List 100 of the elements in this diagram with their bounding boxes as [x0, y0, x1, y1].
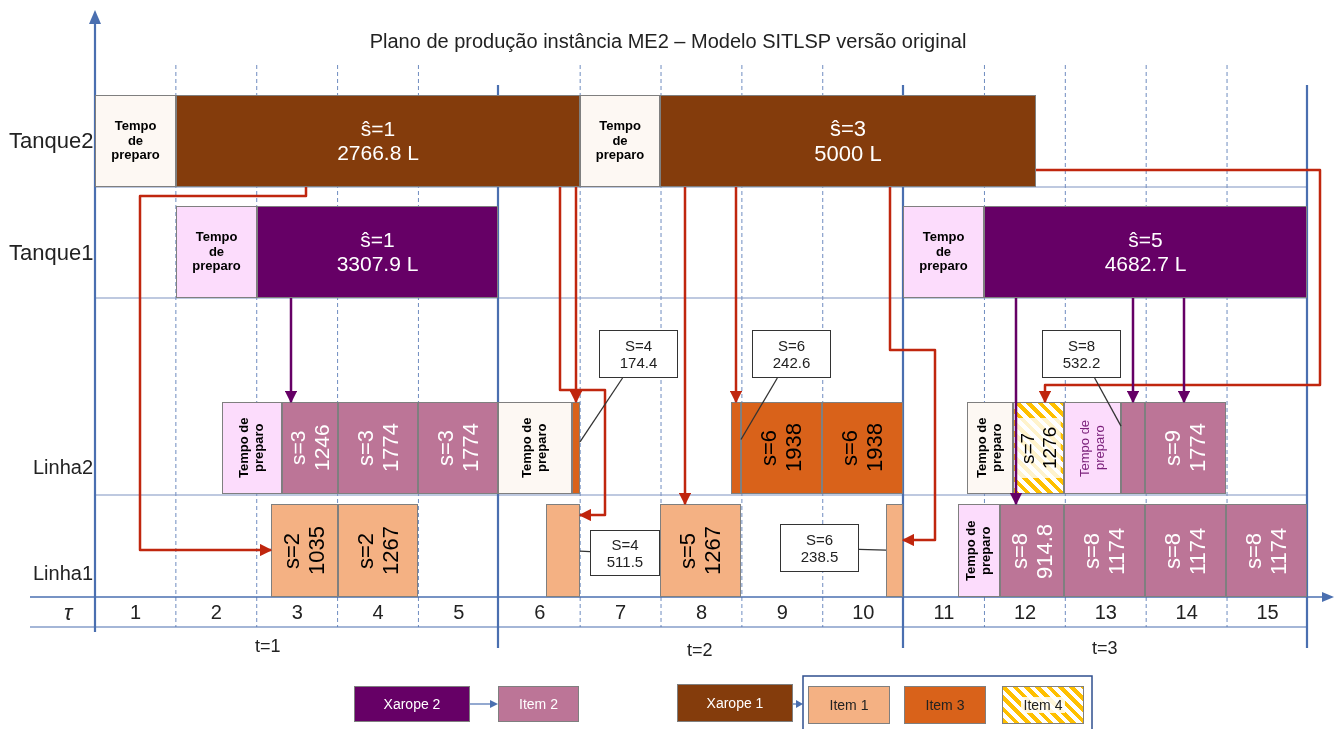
callout-text: S=4 511.5 [605, 535, 645, 571]
bar-label: Tempo de preparo [975, 416, 1005, 481]
schedule-bar [572, 402, 580, 494]
leader-line [858, 548, 887, 551]
callout-text: S=8 532.2 [1061, 336, 1102, 372]
tick-label: 12 [1013, 601, 1037, 624]
legend-label: Item 1 [829, 697, 869, 713]
tick-label: 10 [852, 601, 875, 624]
arrow [888, 187, 937, 547]
arrow [678, 187, 692, 506]
legend-label: Xarope 1 [706, 695, 764, 711]
schedule-bar [741, 402, 822, 494]
tick-label: 3 [291, 601, 303, 624]
schedule-bar [1013, 402, 1064, 494]
schedule-bar [660, 95, 1036, 187]
row-label: Tanque2 [9, 128, 94, 154]
schedule-bar [498, 402, 572, 494]
schedule-bar [822, 402, 903, 494]
leader-line [579, 377, 624, 443]
schedule-bar [903, 206, 984, 298]
schedule-bar [1121, 402, 1145, 494]
tick-label: 4 [372, 601, 384, 624]
tick-label: 1 [129, 601, 142, 624]
arrow [284, 298, 298, 404]
schedule-bar [222, 402, 282, 494]
schedule-bar [176, 206, 257, 298]
bar-label: s=2 1035 [279, 525, 330, 577]
arrow [1009, 298, 1023, 506]
bar-label: Tempo de preparo [964, 519, 994, 583]
bar-label: ŝ=1 2766.8 L [336, 116, 420, 166]
arrow [138, 187, 308, 557]
schedule-bar [958, 504, 1000, 597]
bar-label: s=6 1938 [837, 422, 888, 475]
row-label: Linha2 [33, 456, 94, 479]
bar-label: Tempo de preparo [520, 416, 550, 481]
arrow [1177, 298, 1191, 404]
bar-label: s=8 1174 [1079, 525, 1130, 577]
schedule-bar [1226, 504, 1307, 597]
bar-label: s=8 1174 [1241, 525, 1292, 577]
tick-label: 11 [933, 601, 955, 624]
schedule-bar [338, 402, 418, 494]
row-label: Tanque1 [9, 240, 94, 266]
callout-box [752, 330, 831, 378]
legend-label: Xarope 2 [383, 696, 441, 712]
schedule-bar [257, 206, 498, 298]
leader-line [579, 550, 591, 553]
callout-box [590, 530, 660, 576]
schedule-bar [660, 504, 741, 597]
legend-label: Item 2 [519, 696, 558, 712]
tick-label: 14 [1175, 601, 1198, 624]
tick-label: 6 [534, 601, 546, 624]
schedule-bar [886, 504, 903, 597]
tick-label: 7 [615, 601, 627, 624]
tick-label: 15 [1256, 601, 1279, 624]
schedule-bar [984, 206, 1307, 298]
bar-label: s=8 914.8 [1006, 521, 1058, 581]
callout-box [599, 330, 678, 378]
arrow [729, 187, 743, 404]
schedule-bar [176, 95, 580, 187]
tick-label: 8 [695, 601, 708, 624]
bar-label: Tempo de preparo [918, 229, 969, 275]
bar-label: Tempo de preparo [594, 118, 646, 164]
schedule-bar [731, 402, 741, 494]
schedule-bar [282, 402, 338, 494]
period-label: t=1 [255, 636, 281, 657]
schedule-bar [546, 504, 580, 597]
tick-label: 5 [453, 601, 465, 624]
bar-label: s=3 1774 [432, 422, 484, 475]
bar-label: s=2 1267 [352, 525, 404, 577]
schedule-bar [1064, 504, 1145, 597]
schedule-bar [418, 402, 498, 494]
tick-label: 2 [210, 601, 222, 624]
callout-text: S=6 242.6 [771, 336, 812, 372]
bar-label: Tempo de preparo [110, 118, 161, 164]
schedule-bar [967, 402, 1013, 494]
bar-label: s=5 1267 [675, 525, 726, 577]
arrow [1036, 168, 1322, 404]
bar-label: s=3 1246 [285, 423, 334, 474]
bar-label: ŝ=1 3307.9 L [335, 227, 420, 277]
row-label: Linha1 [33, 562, 94, 585]
callout-text: S=4 174.4 [618, 336, 659, 372]
schedule-bar [1064, 402, 1121, 494]
schedule-bar [1145, 402, 1226, 494]
bar-label: ŝ=3 5000 L [813, 115, 883, 167]
period-label: t=3 [1092, 638, 1118, 659]
leader-line [740, 377, 778, 441]
schedule-bar [580, 95, 660, 187]
bar-label: s=7 1276 [1016, 418, 1061, 478]
bar-label: Tempo de preparo [1077, 418, 1108, 479]
schedule-bar [1145, 504, 1226, 597]
schedule-bar [271, 504, 338, 597]
schedule-bar [95, 95, 176, 187]
bar-label: Tempo de preparo [191, 229, 242, 275]
arrow [1126, 298, 1140, 404]
bar-label: Tempo de preparo [237, 416, 267, 481]
arrow [569, 187, 583, 404]
schedule-bar [1000, 504, 1064, 597]
axis-label: τ [64, 600, 73, 626]
bar-label: s=9 1774 [1160, 422, 1211, 475]
bar-label: s=6 1938 [756, 422, 807, 475]
